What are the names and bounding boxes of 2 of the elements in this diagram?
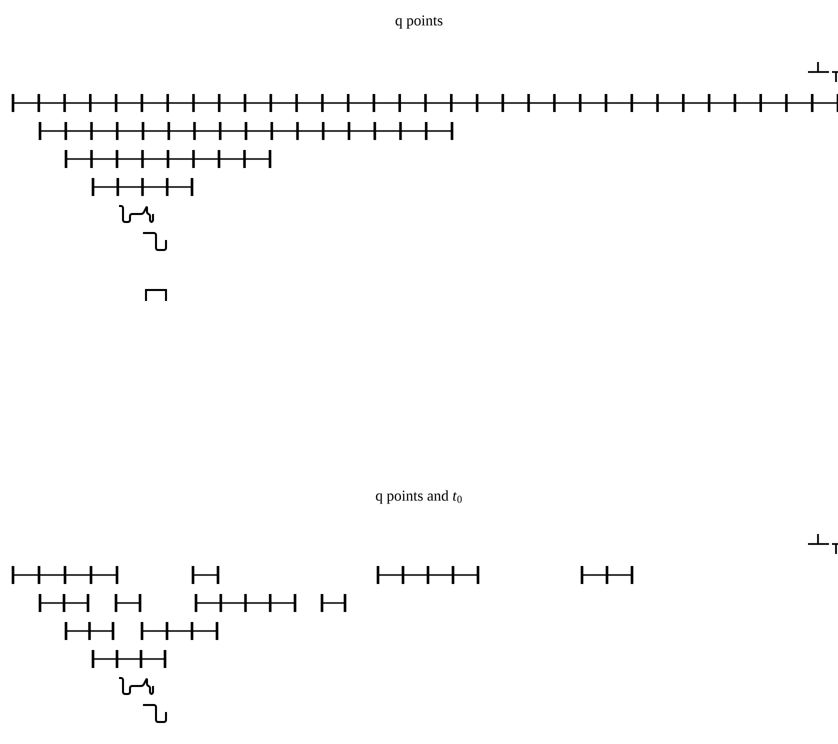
panel-title: q points	[396, 15, 442, 29]
panel-title: q points and t$_{0}$	[376, 490, 462, 504]
